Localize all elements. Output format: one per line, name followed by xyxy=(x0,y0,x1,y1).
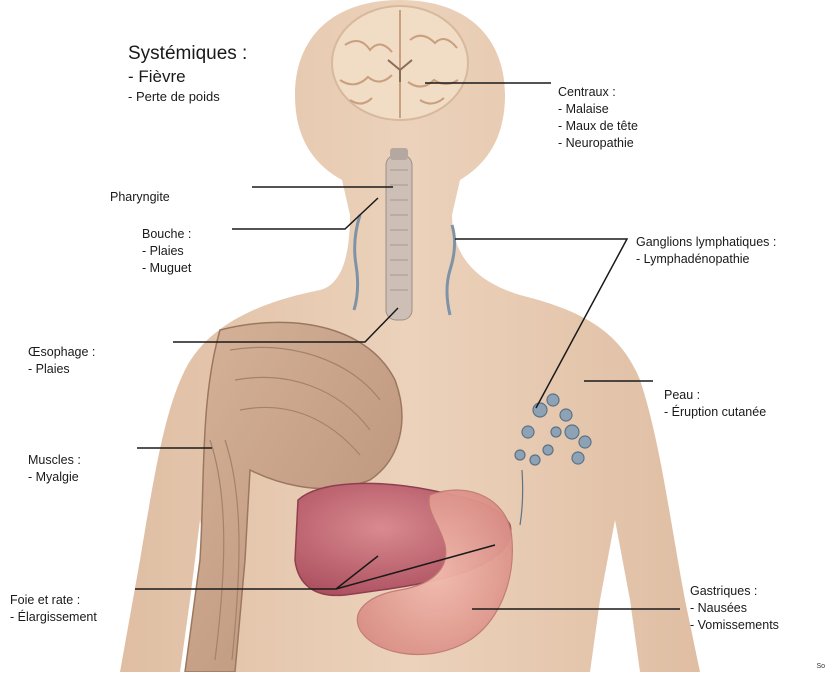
ganglions-item-lymphadenopathie: - Lymphadénopathie xyxy=(636,251,776,268)
centraux-item-malaise: - Malaise xyxy=(558,101,638,118)
gastriques-item-vomissements: - Vomissements xyxy=(690,617,779,634)
label-ganglions: Ganglions lymphatiques : - Lymphadénopat… xyxy=(636,234,776,268)
pharynx xyxy=(386,148,412,320)
label-bouche: Bouche : - Plaies - Muguet xyxy=(142,226,191,277)
muscles-item-myalgie: - Myalgie xyxy=(28,469,81,486)
oesophage-title: Œsophage : xyxy=(28,344,95,361)
bouche-item-muguet: - Muguet xyxy=(142,260,191,277)
centraux-item-maux: - Maux de tête xyxy=(558,118,638,135)
centraux-title: Centraux : xyxy=(558,84,638,101)
systemiques-item-fievre: - Fièvre xyxy=(128,66,247,88)
label-systemiques: Systémiques : - Fièvre - Perte de poids xyxy=(128,41,247,106)
source-fragment: So xyxy=(816,663,825,670)
muscles-title: Muscles : xyxy=(28,452,81,469)
peau-title: Peau : xyxy=(664,387,766,404)
bouche-title: Bouche : xyxy=(142,226,191,243)
gastriques-title: Gastriques : xyxy=(690,583,779,600)
ganglions-title: Ganglions lymphatiques : xyxy=(636,234,776,251)
pharyngite-title: Pharyngite xyxy=(110,189,170,206)
label-foie: Foie et rate : - Élargissement xyxy=(10,592,97,626)
foie-title: Foie et rate : xyxy=(10,592,97,609)
label-peau: Peau : - Éruption cutanée xyxy=(664,387,766,421)
gastriques-item-nausees: - Nausées xyxy=(690,600,779,617)
foie-item-elargissement: - Élargissement xyxy=(10,609,97,626)
systemiques-item-poids: - Perte de poids xyxy=(128,88,247,106)
bouche-item-plaies: - Plaies xyxy=(142,243,191,260)
centraux-item-neuropathie: - Neuropathie xyxy=(558,135,638,152)
label-centraux: Centraux : - Malaise - Maux de tête - Ne… xyxy=(558,84,638,152)
systemiques-title: Systémiques : xyxy=(128,41,247,66)
label-pharyngite: Pharyngite xyxy=(110,189,170,206)
peau-item-eruption: - Éruption cutanée xyxy=(664,404,766,421)
label-oesophage: Œsophage : - Plaies xyxy=(28,344,95,378)
brain xyxy=(332,6,468,120)
oesophage-item-plaies: - Plaies xyxy=(28,361,95,378)
label-muscles: Muscles : - Myalgie xyxy=(28,452,81,486)
label-gastriques: Gastriques : - Nausées - Vomissements xyxy=(690,583,779,634)
